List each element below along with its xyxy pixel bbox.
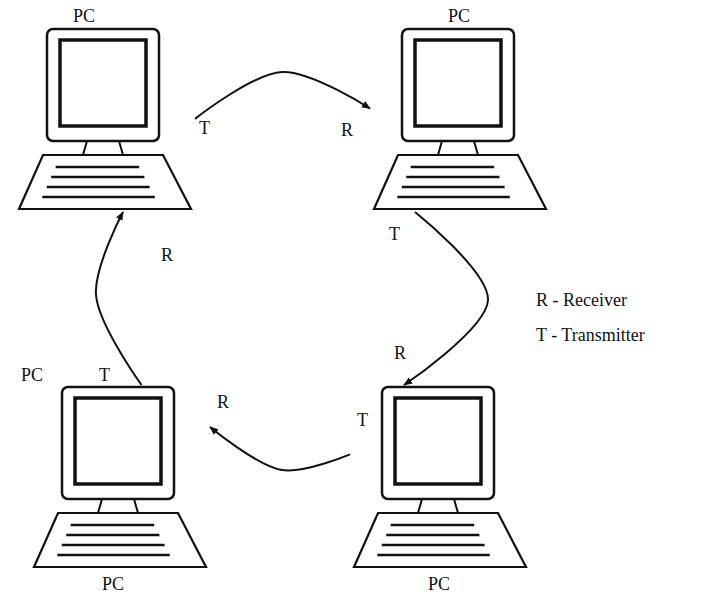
pc-node: PC — [370, 5, 550, 212]
computer-illustration — [15, 27, 195, 212]
key-row — [57, 554, 169, 557]
pc-label: PC — [30, 570, 210, 595]
monitor-case — [402, 29, 514, 141]
ring-link — [210, 427, 350, 470]
pc-label: PC — [15, 5, 195, 27]
legend-note: R - Receiver — [535, 290, 628, 310]
pc-label: PC — [370, 5, 550, 27]
key-row — [62, 544, 165, 547]
key-row — [71, 524, 155, 527]
computer-illustration — [350, 385, 530, 570]
computer-illustration — [30, 385, 210, 570]
monitor-screen — [395, 398, 481, 484]
key-row — [411, 166, 495, 169]
monitor-screen — [75, 398, 161, 484]
keyboard-base — [34, 513, 206, 567]
pc-node: PC — [30, 385, 210, 595]
key-row — [406, 176, 499, 179]
key-row — [47, 186, 150, 189]
monitor-stand — [98, 499, 138, 513]
port-letter: T — [198, 118, 211, 138]
key-row — [377, 554, 489, 557]
monitor-case — [62, 387, 174, 499]
monitor-stand — [83, 141, 123, 155]
key-row — [66, 534, 159, 537]
key-row — [391, 524, 475, 527]
keyboard-base — [19, 155, 191, 209]
monitor-screen — [60, 40, 146, 126]
port-letter: PC — [20, 365, 44, 385]
port-letter: R — [160, 245, 174, 265]
pc-node: PC — [15, 5, 195, 212]
pc-node: PC — [350, 385, 530, 595]
key-row — [382, 544, 485, 547]
key-row — [397, 196, 509, 199]
monitor-case — [382, 387, 494, 499]
key-row — [51, 176, 144, 179]
ring-link — [96, 212, 142, 385]
port-letter: T — [356, 410, 369, 430]
monitor-case — [47, 29, 159, 141]
key-row — [42, 196, 154, 199]
keyboard-base — [374, 155, 546, 209]
ring-link — [404, 212, 488, 385]
keyboard-base — [354, 513, 526, 567]
key-row — [56, 166, 140, 169]
port-letter: T — [388, 224, 401, 244]
port-letter: T — [98, 365, 111, 385]
monitor-stand — [418, 499, 458, 513]
port-letter: R — [393, 343, 407, 363]
legend-note: T - Transmitter — [535, 325, 646, 345]
key-row — [386, 534, 479, 537]
key-row — [402, 186, 505, 189]
port-letter: R — [216, 392, 230, 412]
port-letter: R — [340, 120, 354, 140]
monitor-stand — [438, 141, 478, 155]
pc-label: PC — [350, 570, 530, 595]
ring-link — [195, 72, 370, 119]
computer-illustration — [370, 27, 550, 212]
monitor-screen — [415, 40, 501, 126]
